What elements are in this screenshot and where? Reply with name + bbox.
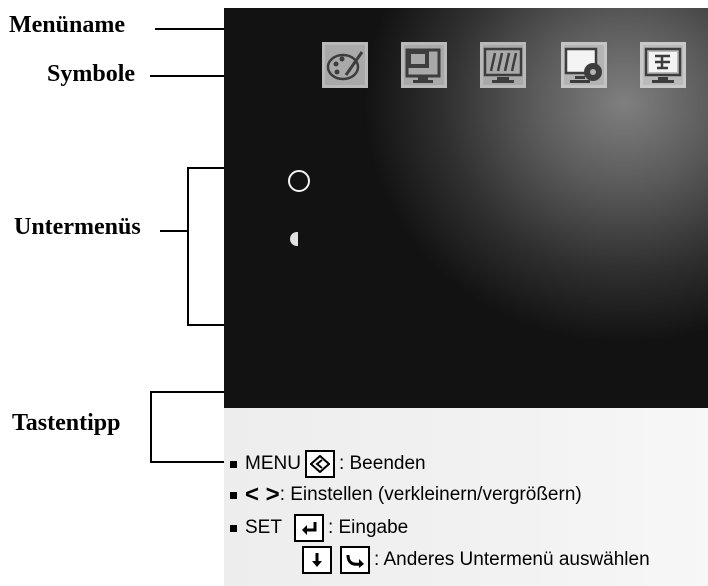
tip-adjust-row: < > : Einstellen (verkleinern/vergrößern… [230,481,582,509]
set-text: : Eingabe [327,517,409,538]
adjust-keys-label: < > [245,481,280,508]
special-icon[interactable] [640,42,686,88]
submenu-circle-marker [288,170,310,192]
select-text: : Anderes Untermenü auswählen [374,549,650,570]
symbole-leader-line [150,75,224,77]
bullet [230,491,237,499]
bullet [230,460,237,468]
tastentipp-label: Tastentipp [12,410,121,436]
bullet [230,524,237,532]
tip-set-row: SET : Eingabe [230,514,408,542]
untermenus-label: Untermenüs [14,214,141,240]
tastentipp-bracket-top [150,391,224,393]
untermenus-bracket-bottom [187,324,224,326]
menuname-label: Menüname [9,12,125,38]
tip-select-row: : Anderes Untermenü auswählen [298,546,650,574]
tracking-icon[interactable] [480,42,526,88]
untermenus-bracket-vertical [187,167,189,325]
menuname-leader-line [155,28,224,30]
submenu-half-dot-marker [290,232,298,246]
osd-menu-screen [224,8,708,408]
menu-exit-text: : Beenden [338,453,426,474]
tastentipp-bracket-bottom [150,461,224,463]
untermenus-leader-line [160,230,188,232]
untermenus-bracket-top [187,167,224,169]
menu-exit-icon[interactable] [304,450,335,478]
tip-menu-row: MENU : Beenden [230,450,426,478]
picture-palette-icon[interactable] [322,42,368,88]
enter-icon[interactable] [293,514,324,542]
setup-icon[interactable] [561,42,607,88]
adjust-text: : Einstellen (verkleinern/vergrößern) [279,484,582,505]
down-arrow-icon[interactable] [302,546,332,574]
screen-position-icon[interactable] [401,42,447,88]
symbole-label: Symbole [47,61,136,87]
menu-key-label: MENU [245,453,301,474]
set-key-label: SET [245,517,282,538]
tastentipp-bracket-vertical [150,391,152,462]
curve-arrow-icon[interactable] [340,546,370,574]
